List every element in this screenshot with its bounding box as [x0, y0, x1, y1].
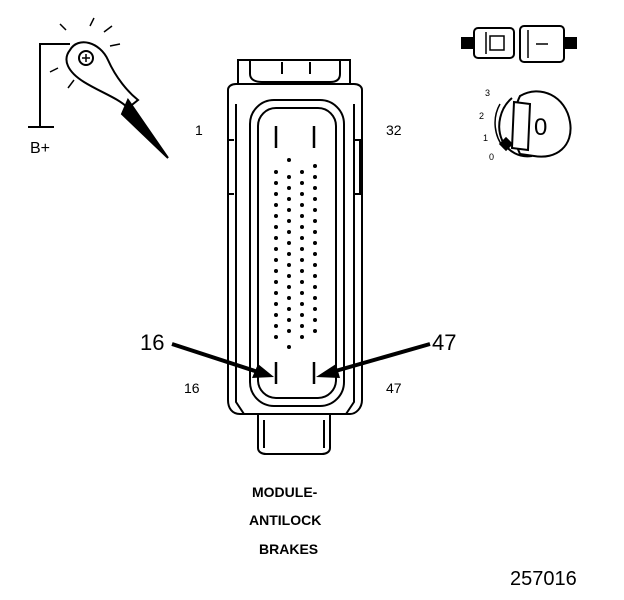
- connector-body: [227, 59, 363, 455]
- inline-connector-icon: [461, 25, 577, 63]
- key-position-label: 0: [534, 114, 548, 141]
- pin-label-top-right: 32: [386, 122, 402, 138]
- switch-position-0: 0: [489, 152, 495, 162]
- switch-position-3: 3: [485, 88, 491, 98]
- pin-label-top-left: 1: [195, 122, 203, 138]
- callout-arrow-47: [316, 342, 431, 378]
- test-lamp-icon: [28, 17, 169, 159]
- pin-label-bottom-left: 16: [184, 380, 200, 396]
- caption-line-2: ANTILOCK: [249, 512, 322, 528]
- callout-label-left: 16: [140, 330, 165, 355]
- switch-position-2: 2: [479, 111, 485, 121]
- pin-column-2: [287, 158, 291, 349]
- supply-label: B+: [30, 140, 51, 157]
- callout-arrow-16: [171, 342, 274, 378]
- pin-column-3: [300, 170, 304, 339]
- caption-line-3: BRAKES: [259, 541, 319, 557]
- ignition-switch-icon: [494, 90, 572, 158]
- figure-id: 257016: [510, 568, 577, 590]
- switch-position-1: 1: [483, 133, 489, 143]
- pin-column-4: [313, 164, 317, 333]
- pin-label-bottom-right: 47: [386, 380, 402, 396]
- pin-column-1: [274, 170, 278, 339]
- caption-line-1: MODULE-: [252, 484, 318, 500]
- callout-label-right: 47: [432, 330, 457, 355]
